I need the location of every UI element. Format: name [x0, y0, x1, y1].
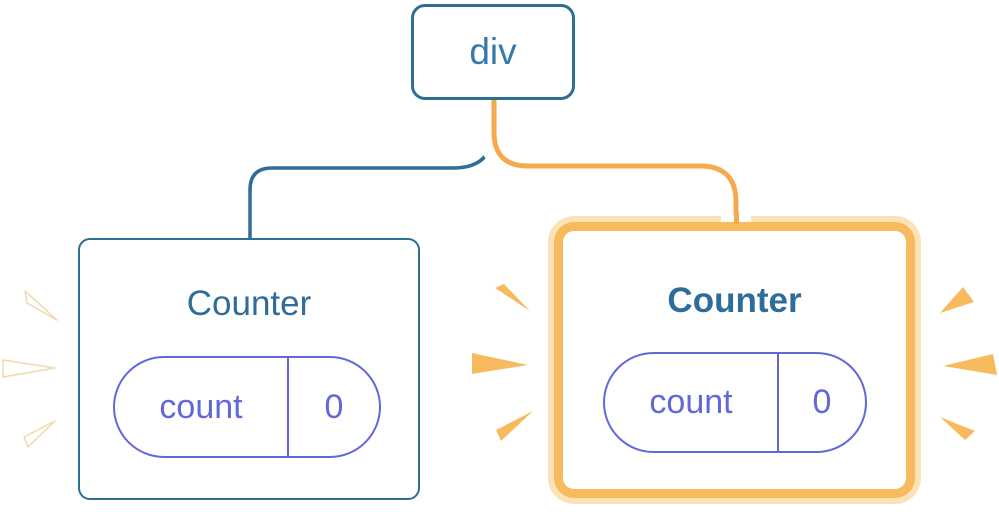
spark-icon	[940, 417, 975, 440]
spark-icon	[23, 420, 56, 448]
sparks-left-counter	[2, 290, 58, 448]
state-key: count	[605, 354, 779, 451]
state-value: 0	[324, 387, 344, 426]
state-value: 0	[812, 383, 832, 421]
sparks-right-counter-right-side	[940, 287, 997, 440]
edge-to-right-counter	[491, 97, 739, 230]
root-node-div: div	[411, 4, 575, 100]
spark-icon	[495, 284, 530, 311]
state-key: count	[115, 358, 289, 456]
counter-title: Counter	[667, 281, 802, 320]
spark-icon	[496, 411, 533, 441]
state-pill: count 0	[113, 356, 381, 458]
spark-icon	[2, 359, 56, 378]
edge-entry-stub	[733, 213, 739, 224]
spark-icon	[940, 287, 974, 313]
sparks-right-counter-left-side	[472, 284, 533, 441]
counter-title: Counter	[186, 284, 312, 323]
spark-icon	[943, 354, 997, 375]
counter-card-right-highlighted: Counter count 0	[554, 222, 915, 498]
state-pill: count 0	[603, 352, 867, 453]
edge-to-left-counter	[248, 97, 495, 242]
spark-icon	[24, 290, 58, 321]
counter-card-left: Counter count 0	[78, 238, 420, 500]
spark-icon	[472, 353, 528, 374]
root-node-label: div	[469, 31, 517, 72]
